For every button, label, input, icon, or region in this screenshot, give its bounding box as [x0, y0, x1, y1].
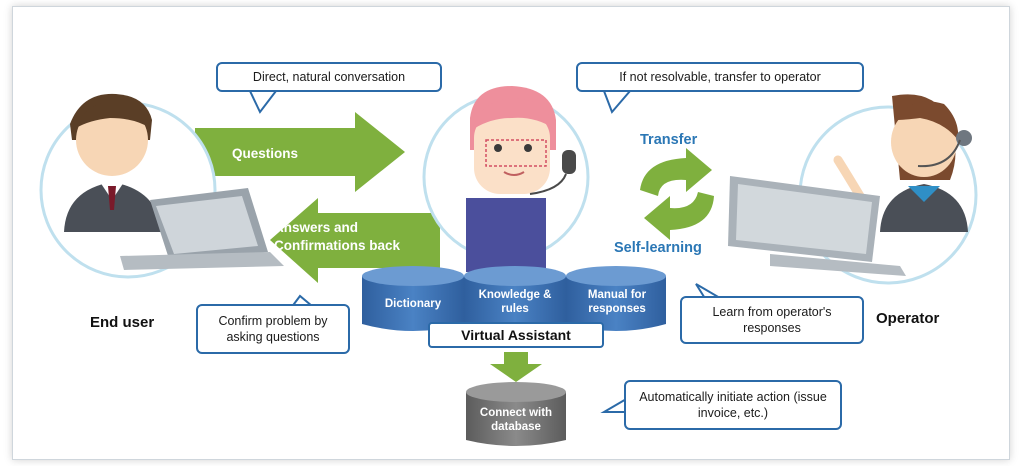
virtual-assistant-illustration [422, 86, 590, 272]
questions-label: Questions [232, 146, 299, 161]
virtual-assistant-label: Virtual Assistant [428, 322, 604, 348]
manual-label: Manual for responses [587, 289, 647, 315]
down-arrow [490, 352, 542, 382]
callout-direct-text: Direct, natural conversation [252, 70, 406, 84]
cycle-arrows [640, 148, 714, 240]
db-dictionary [362, 266, 464, 331]
callout-tail-direct [248, 90, 279, 114]
operator-illustration [728, 94, 978, 285]
knowledge-label: Knowledge & rules [478, 289, 552, 315]
end-user-illustration [39, 93, 284, 279]
dictionary-label: Dictionary [384, 298, 442, 310]
callout-transfer: If not resolvable, transfer to operator [576, 62, 864, 92]
transfer-label: Transfer [640, 132, 698, 148]
answers-label: Answers and Confirmations back [274, 220, 401, 253]
callout-confirm: Confirm problem by asking questions [196, 304, 350, 354]
callout-transfer-text: If not resolvable, transfer to operator [619, 70, 821, 84]
callout-auto-text: Automatically initiate action (issue inv… [639, 390, 827, 420]
callout-direct: Direct, natural conversation [216, 62, 442, 92]
connect-label: Connect with database [479, 407, 553, 433]
db-knowledge [464, 266, 566, 331]
db-connect [466, 382, 566, 446]
callout-tail-transfer [602, 90, 633, 114]
end-user-label: End user [90, 314, 155, 331]
answers-arrow [270, 198, 440, 283]
callout-learn: Learn from operator's responses [680, 296, 864, 344]
callout-auto: Automatically initiate action (issue inv… [624, 380, 842, 430]
callout-learn-text: Learn from operator's responses [712, 305, 832, 335]
operator-label: Operator [876, 310, 940, 327]
virtual-assistant-text: Virtual Assistant [461, 327, 571, 343]
callout-confirm-text: Confirm problem by asking questions [218, 314, 328, 344]
db-manual [566, 266, 666, 331]
self-learning-label: Self-learning [614, 240, 702, 256]
questions-arrow [195, 112, 405, 192]
